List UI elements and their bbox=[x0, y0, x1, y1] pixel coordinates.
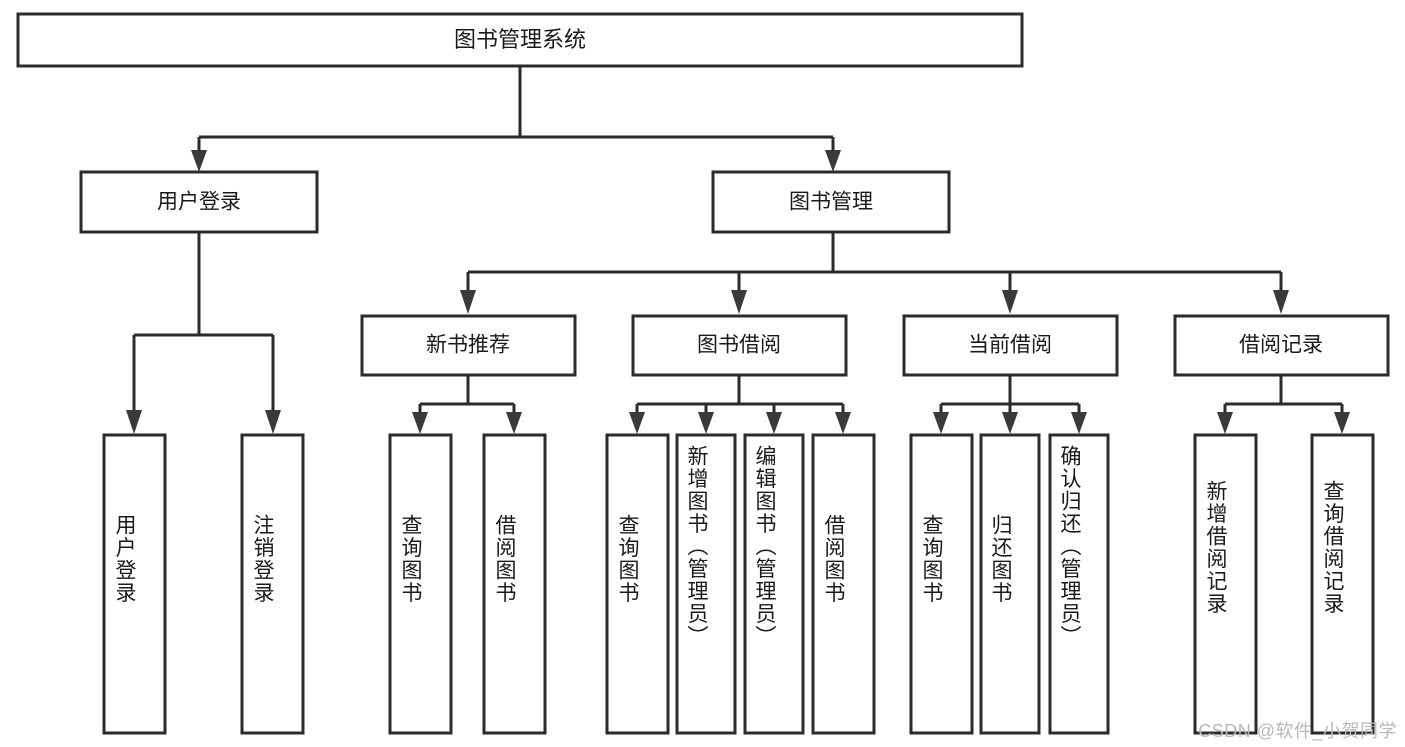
node-book-manage-label: 图书管理 bbox=[789, 191, 873, 214]
connector-borrowrecord-to-leaves bbox=[1217, 375, 1350, 434]
node-root[interactable]: 图书管理系统 bbox=[16, 12, 1024, 68]
leaf-box-add-book bbox=[675, 433, 737, 735]
leaf-box-return-book bbox=[979, 433, 1041, 735]
leaf-box-borrow-book-1 bbox=[482, 433, 547, 735]
connector-newbook-to-leaves bbox=[412, 375, 522, 434]
node-new-book-recommend-label: 新书推荐 bbox=[426, 334, 510, 357]
connector-root-to-level2 bbox=[191, 66, 841, 172]
leaf-box-user-login bbox=[102, 433, 167, 735]
leaf-box-query-book-2 bbox=[605, 433, 670, 735]
leaf-box-logout bbox=[240, 433, 305, 735]
leaf-boxes bbox=[102, 433, 1375, 735]
node-user-login-label: 用户登录 bbox=[157, 191, 241, 214]
connector-currentborrow-to-leaves bbox=[933, 375, 1087, 434]
leaf-box-query-book-1 bbox=[388, 433, 453, 735]
node-book-borrow-label: 图书借阅 bbox=[697, 334, 781, 357]
node-current-borrow[interactable]: 当前借阅 bbox=[902, 314, 1119, 377]
watermark-text: CSDN @软件_小贺同学 bbox=[1198, 721, 1397, 741]
connector-userlogin-to-leaves bbox=[126, 232, 281, 434]
node-borrow-record-label: 借阅记录 bbox=[1239, 334, 1323, 357]
leaf-box-confirm-return bbox=[1048, 433, 1110, 735]
connector-bookborrow-to-leaves bbox=[629, 375, 851, 434]
node-new-book-recommend[interactable]: 新书推荐 bbox=[360, 314, 577, 377]
leaf-box-borrow-book-2 bbox=[811, 433, 876, 735]
node-book-borrow[interactable]: 图书借阅 bbox=[631, 314, 848, 377]
node-borrow-record[interactable]: 借阅记录 bbox=[1173, 314, 1390, 377]
node-book-manage[interactable]: 图书管理 bbox=[711, 170, 951, 234]
node-current-borrow-label: 当前借阅 bbox=[968, 334, 1052, 357]
connector-bookmanage-to-level3 bbox=[460, 232, 1289, 314]
leaf-box-query-record bbox=[1310, 433, 1375, 735]
node-user-login[interactable]: 用户登录 bbox=[79, 170, 319, 234]
leaf-box-edit-book bbox=[743, 433, 805, 735]
node-root-label: 图书管理系统 bbox=[454, 27, 586, 52]
leaf-box-add-record bbox=[1193, 433, 1258, 735]
leaf-box-query-book-3 bbox=[909, 433, 974, 735]
